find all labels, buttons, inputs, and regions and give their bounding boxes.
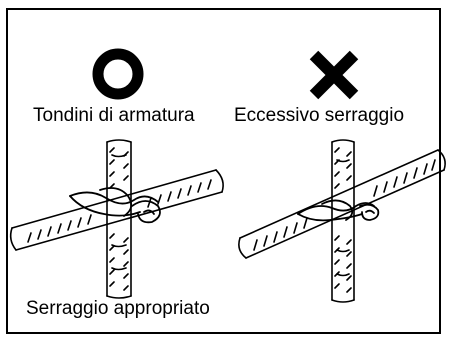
right-diagonal-rebar	[238, 149, 446, 259]
right-tie-wire	[297, 199, 380, 222]
caption-excessive-tightening: Eccessivo serraggio	[234, 105, 405, 126]
left-tie-wire	[69, 187, 161, 224]
cross-x-icon	[309, 50, 359, 100]
left-vertical-rebar	[106, 139, 132, 299]
right-vertical-rebar	[331, 139, 355, 303]
circle-o-icon	[92, 48, 144, 100]
caption-appropriate-tightening: Serraggio appropriato	[26, 298, 210, 319]
left-diagonal-rebar	[9, 169, 224, 251]
diagram-frame	[6, 8, 441, 334]
caption-rebar: Tondini di armatura	[33, 105, 195, 126]
